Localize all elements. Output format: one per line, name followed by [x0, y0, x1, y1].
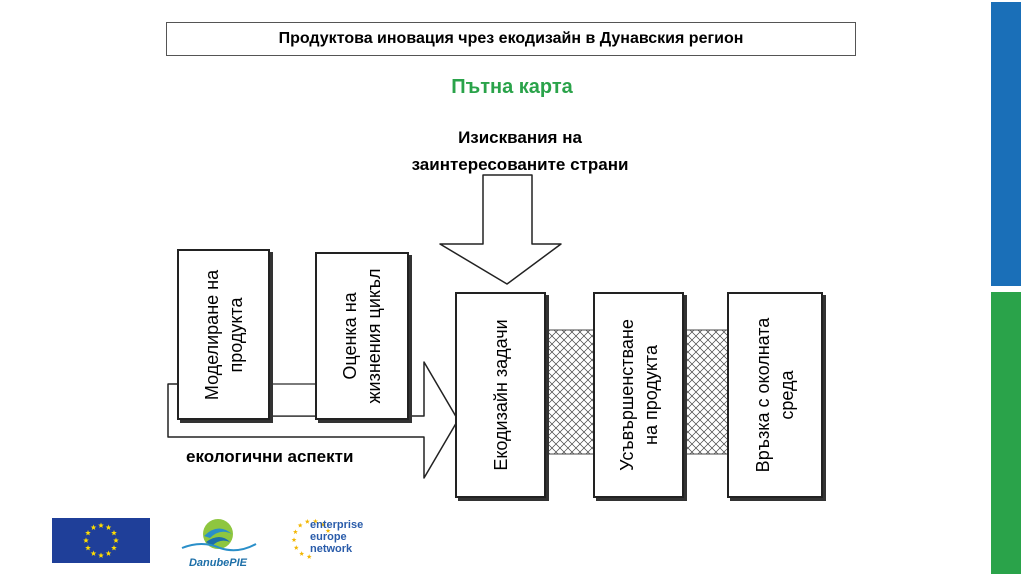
star-icon	[113, 537, 119, 543]
star-icon	[83, 537, 89, 543]
box-environment-link: Връзка с околната среда	[727, 292, 823, 498]
box-product-modeling: Моделиране на продукта	[177, 249, 270, 420]
een-word-2: europe	[310, 531, 347, 543]
hatched-connector-2	[681, 329, 731, 455]
hatched-connector-1	[543, 329, 597, 455]
star-icon	[297, 522, 303, 528]
box-improvement-line-1: Усъвършенстване	[616, 319, 637, 471]
danubepie-label: DanubePIE	[188, 557, 248, 569]
star-icon	[111, 530, 117, 536]
box-ecodesign-line-1: Екодизайн задачи	[490, 319, 511, 471]
star-icon	[98, 552, 104, 558]
box-ecodesign-tasks: Екодизайн задачи	[455, 292, 546, 498]
een-word-1: enterprise	[310, 519, 364, 531]
box-environment-line-1: Връзка с околната	[753, 317, 773, 473]
star-icon	[111, 545, 117, 551]
eu-flag-logo	[52, 518, 150, 563]
star-icon	[325, 528, 331, 533]
star-icon	[292, 529, 298, 535]
star-icon	[105, 550, 112, 556]
star-icon	[85, 530, 91, 536]
box-connector	[267, 383, 319, 417]
box-improvement-line-2: на продукта	[640, 345, 661, 445]
box-product-modeling-line-1: Моделиране на	[201, 269, 222, 400]
requirements-down-arrow	[439, 174, 562, 285]
star-icon	[90, 524, 97, 530]
star-icon	[291, 537, 297, 543]
star-icon	[105, 524, 112, 530]
star-icon	[320, 522, 326, 527]
stakeholder-requirements-label: Изисквания на заинтересованите страни	[360, 124, 680, 178]
star-icon	[98, 522, 104, 528]
star-icon	[85, 545, 91, 551]
page-title: Продуктова иновация чрез екодизайн в Дун…	[166, 22, 856, 56]
star-icon	[299, 551, 305, 556]
star-icon	[293, 545, 299, 550]
box-lifecycle-assessment: Оценка на жизнения цикъл	[315, 252, 409, 420]
een-word-3: network	[310, 543, 353, 555]
danubepie-logo: DanubePIE	[176, 514, 260, 570]
eco-aspects-label: екологични аспекти	[186, 447, 354, 466]
een-logo: enterprise europe network	[290, 514, 380, 570]
requirements-line-2: заинтересованите страни	[411, 155, 629, 174]
box-lifecycle-line-2: жизнения цикъл	[364, 268, 384, 404]
een-text: enterprise europe network	[310, 519, 363, 555]
box-product-improvement: Усъвършенстване на продукта	[593, 292, 684, 498]
side-bar-green	[991, 292, 1021, 574]
roadmap-subtitle: Пътна карта	[451, 76, 573, 98]
box-product-modeling-line-2: продукта	[225, 297, 246, 373]
box-lifecycle-line-1: Оценка на	[340, 292, 360, 380]
star-icon	[90, 550, 97, 556]
requirements-line-1: Изисквания на	[458, 128, 582, 147]
star-icon	[304, 519, 310, 524]
box-environment-line-2: среда	[777, 370, 797, 420]
star-icon	[306, 554, 312, 559]
side-bar-blue	[991, 2, 1021, 286]
danubepie-icon	[181, 519, 257, 552]
een-stars-icon	[291, 518, 331, 559]
star-icon	[312, 518, 318, 524]
